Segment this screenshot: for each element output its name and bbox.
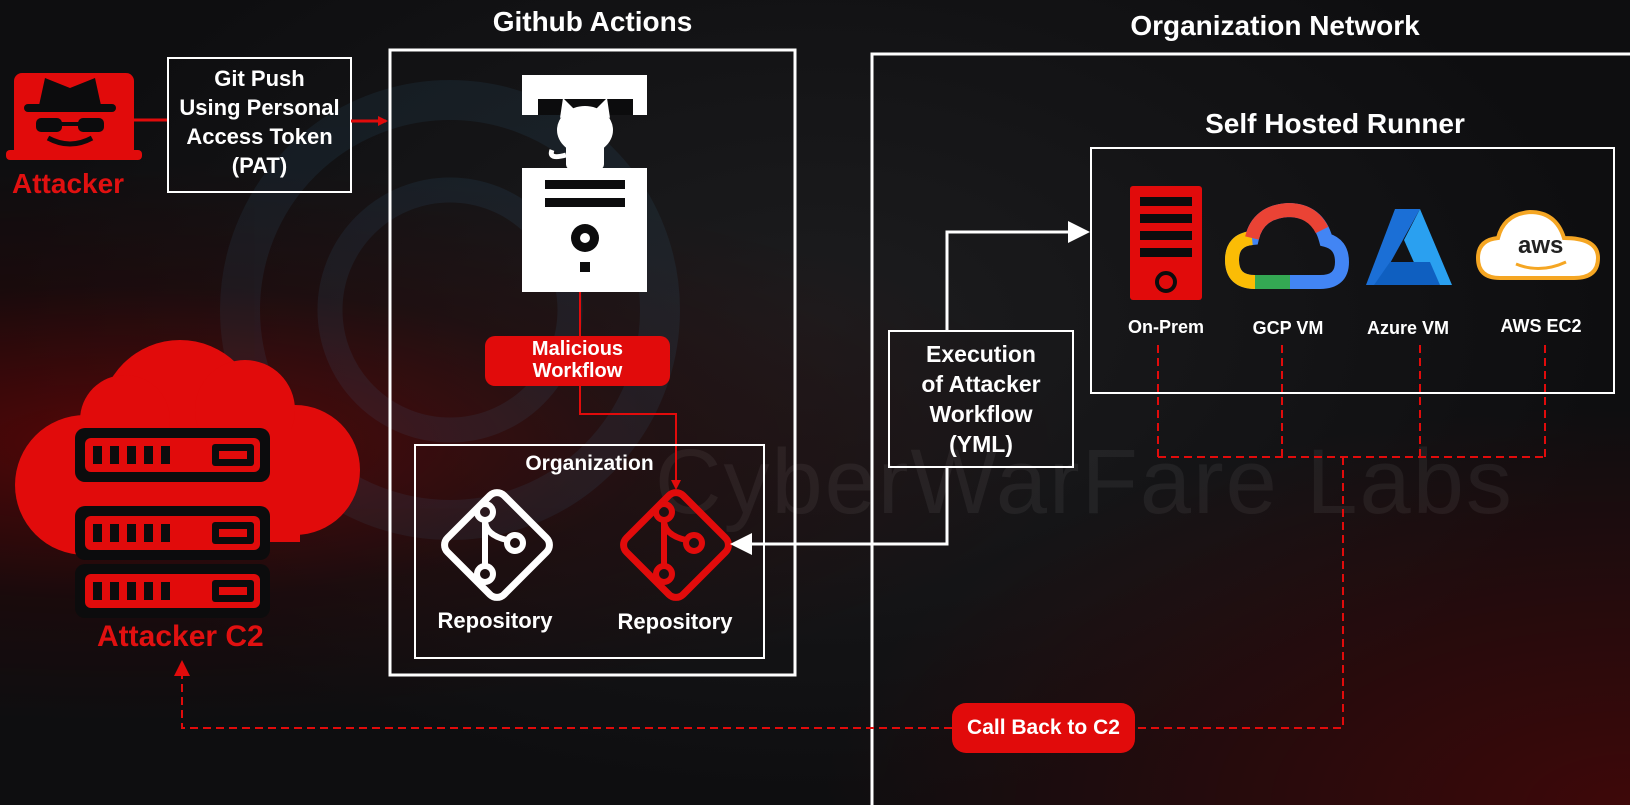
git-push-line: Git Push (214, 66, 305, 91)
malicious-workflow-line: Malicious (531, 338, 624, 360)
github-server-icon (522, 75, 647, 292)
execution-line: of Attacker (921, 371, 1041, 397)
github-actions-box (388, 48, 797, 677)
azure-icon (1366, 209, 1452, 285)
execution-box (888, 330, 1074, 468)
organization-network-title: Organization Network (1130, 10, 1420, 41)
self-hosted-runner-box (1090, 147, 1615, 394)
repository-label-right: Repository (617, 609, 733, 634)
git-branch-icon (653, 501, 705, 585)
git-repo-icon (620, 489, 732, 601)
git-push-text: Git Push Using Personal Access Token (PA… (168, 64, 351, 180)
watermark: CyberWarFare Labs (655, 431, 1514, 533)
execution-line: (YML) (949, 431, 1013, 457)
workflow-to-repo-arrow (579, 386, 681, 490)
malicious-workflow-line: Workflow (532, 360, 623, 382)
runner-label-gcp: GCP VM (1252, 318, 1324, 338)
attacker-c2-label: Attacker C2 (97, 620, 264, 653)
organization-network-box (870, 52, 1630, 805)
git-repo-icon (441, 489, 553, 601)
organization-title: Organization (525, 452, 654, 475)
runner-label-azure: Azure VM (1366, 318, 1449, 338)
hacker-icon (6, 73, 142, 160)
cloud-server-icon (15, 340, 360, 618)
github-actions-title: Github Actions (492, 6, 693, 37)
server-icon (1130, 186, 1202, 300)
aws-logo-text: aws (1518, 232, 1564, 259)
execution-text: Execution of Attacker Workflow (YML) (889, 339, 1073, 459)
execution-line: Execution (926, 341, 1036, 367)
git-push-line: Access Token (186, 124, 333, 149)
git-push-line: (PAT) (231, 153, 288, 178)
organization-box (414, 444, 765, 659)
self-hosted-runner-title: Self Hosted Runner (1205, 108, 1465, 139)
gcp-icon (1224, 202, 1350, 289)
attacker-label: Attacker (12, 168, 125, 199)
runner-callback-lines (181, 345, 1546, 729)
git-push-line: Using Personal (179, 95, 340, 120)
git-push-box (167, 57, 352, 193)
execution-to-repo-arrow (730, 467, 949, 555)
execution-to-runner-arrow (945, 221, 1090, 331)
git-branch-icon (474, 501, 526, 585)
aws-icon (1475, 209, 1601, 280)
callback-arrowhead (174, 660, 190, 676)
malicious-workflow-badge: Malicious Workflow (485, 336, 670, 386)
watermark-logo-icon (220, 80, 680, 540)
runner-label-aws: AWS EC2 (1500, 316, 1582, 336)
call-back-badge: Call Back to C2 (952, 703, 1135, 753)
repository-label-left: Repository (437, 608, 553, 633)
execution-line: Workflow (929, 401, 1033, 427)
runner-label-on-prem: On-Prem (1127, 317, 1205, 337)
